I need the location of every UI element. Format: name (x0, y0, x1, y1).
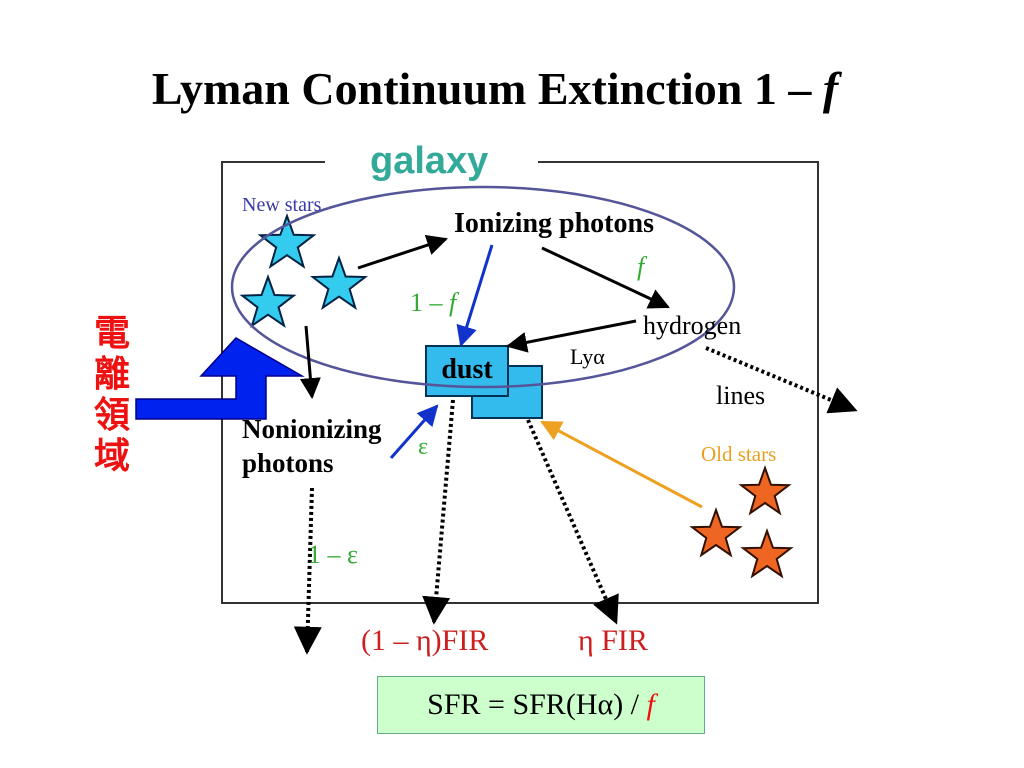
sfr-formula-box: SFR = SFR(Hα) / f (377, 676, 705, 734)
new-stars-label: New stars (242, 194, 322, 216)
arrow-stars-to-ionizing (357, 234, 448, 270)
ionized-region-annotation: 電離領域 (93, 313, 130, 477)
dust-label: dust (441, 354, 493, 385)
nonionizing-line2: photons (242, 448, 334, 478)
old-stars-label: Old stars (701, 442, 777, 466)
one-minus-f-label: 1 – f (410, 288, 457, 317)
f-label: f (637, 252, 645, 281)
arrow-ionizing-to-dust (456, 244, 494, 348)
fir-right-label: η FIR (578, 624, 648, 657)
arrow-stars-to-nonionizing (299, 325, 321, 400)
nonionizing-photons-label: Nonionizing photons (242, 412, 382, 480)
epsilon-label: ε (418, 434, 429, 460)
ionizing-photons-label: Ionizing photons (454, 208, 654, 239)
lyman-alpha-label: Lyα (570, 344, 605, 369)
dotted-arrow-dust-fir-left (422, 399, 455, 625)
old-star-icon (740, 528, 794, 579)
galaxy-frame (221, 161, 819, 604)
one-minus-epsilon-label: 1 – ε (308, 540, 358, 569)
arrow-nonionizing-to-dust (389, 404, 439, 459)
dotted-arrow-nonionizing-escape (293, 487, 322, 655)
hydrogen-label: hydrogen (643, 311, 742, 340)
new-star-icon (239, 274, 297, 329)
galaxy-ellipse (230, 185, 736, 389)
new-star-icon (309, 255, 369, 311)
arrow-ionizing-to-hydrogen (541, 246, 670, 309)
lines-label: lines (716, 381, 766, 410)
slide-title: Lyman Continuum Extinction 1 – f (151, 63, 839, 114)
old-star-icon (738, 465, 792, 516)
arrow-hydrogen-to-dust (505, 319, 637, 353)
galaxy-label: galaxy (370, 140, 489, 182)
old-star-icon (689, 507, 743, 558)
fir-left-label: (1 – η)FIR (361, 624, 489, 657)
dotted-arrow-lines-out (705, 346, 858, 414)
arrow-oldstars-to-dust (540, 420, 703, 509)
dotted-arrow-dust-fir-right (526, 419, 619, 625)
big-arrow-icon (135, 337, 305, 420)
nonionizing-line1: Nonionizing (242, 414, 382, 444)
